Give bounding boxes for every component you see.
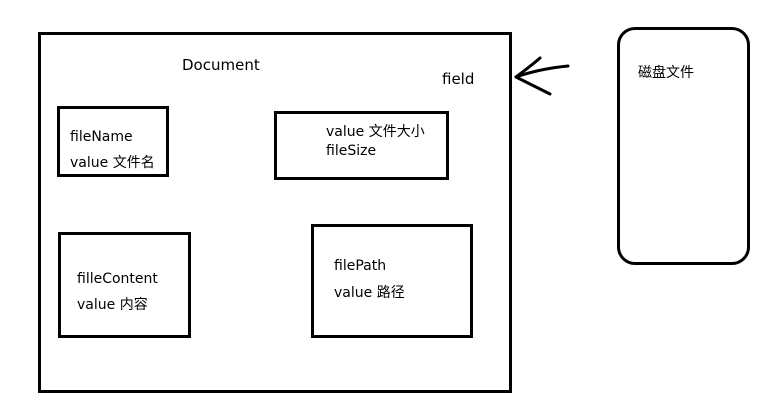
filepath-field-box	[311, 224, 473, 338]
filename-field-box	[57, 106, 169, 177]
filecontent-label: filleContent	[77, 271, 158, 287]
filecontent-field-box	[58, 232, 191, 338]
filecontent-value: value 内容	[77, 297, 148, 313]
filesize-field-box	[274, 111, 449, 180]
filename-label: fileName	[70, 129, 133, 145]
filesize-label: fileSize	[326, 143, 377, 159]
document-container	[38, 32, 512, 393]
disk-file-label: 磁盘文件	[638, 65, 694, 81]
filepath-value: value 路径	[334, 285, 405, 301]
field-label: field	[442, 70, 475, 88]
filepath-label: filePath	[334, 258, 387, 274]
filename-value: value 文件名	[70, 155, 155, 171]
arrow-icon	[514, 56, 570, 96]
filesize-value: value 文件大小	[326, 124, 425, 140]
document-title: Document	[182, 56, 260, 74]
disk-file-box	[617, 27, 750, 265]
